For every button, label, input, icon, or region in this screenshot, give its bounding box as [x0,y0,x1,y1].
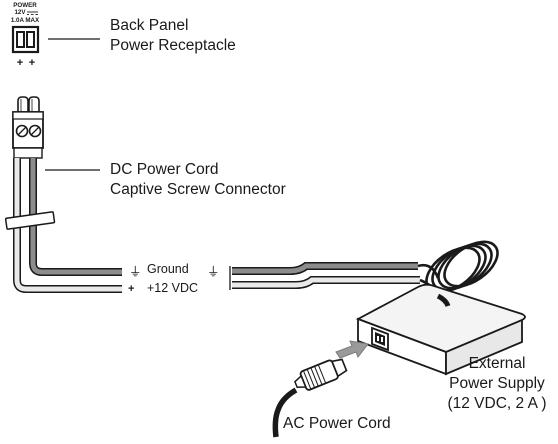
ground-wire-label: Ground [147,262,189,276]
power-supply-label-line1: External [469,355,526,372]
ac-power-cord [272,358,348,438]
ac-cord-label: AC Power Cord [283,415,391,432]
panel-marking-voltage: 12V [14,9,26,16]
polarity-mark-left: + [17,57,23,69]
connector-callout-line1: DC Power Cord [110,161,219,178]
dc-symbol-icon [27,11,38,15]
receptacle-icon [11,25,40,54]
positive-symbol-icon: + [128,283,134,295]
screw-icon [15,124,29,138]
back-panel-receptacle: POWER 12V 1.0A MAX + + Back Panel Power … [11,2,236,69]
panel-marking-current: 1.0A MAX [11,17,40,24]
external-power-supply [355,283,526,376]
power-supply-label-line3: (12 VDC, 2 A ) [447,395,546,412]
power-supply-label-line2: Power Supply [449,375,545,392]
cable-tie [4,211,56,230]
positive-wire-label: +12 VDC [147,281,198,295]
dc-wires [4,158,122,293]
captive-screw-connector [12,96,44,159]
polarity-mark-right: + [29,57,35,69]
screw-icon [28,124,42,138]
ground-symbol-icon: ⏚ [129,265,142,279]
connector-callout-line2: Captive Screw Connector [110,181,286,198]
insert-arrow-icon [335,340,369,359]
panel-marking-power: POWER [13,2,37,9]
ac-inlet-icon [371,326,389,352]
panel-callout-line2: Power Receptacle [110,37,236,54]
panel-callout-line1: Back Panel [110,17,188,34]
ground-symbol-icon: ⏚ [207,265,220,279]
dc-cord-to-supply [228,240,499,297]
